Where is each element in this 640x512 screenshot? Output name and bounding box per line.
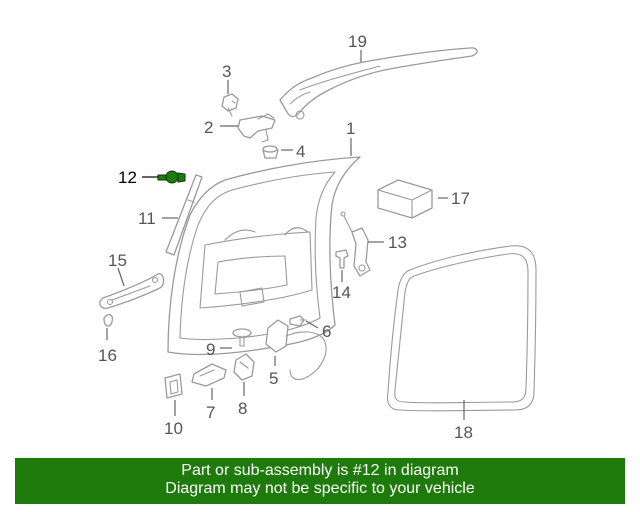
part-18-weatherstrip[interactable] — [386, 245, 537, 412]
part-15-handle[interactable] — [99, 273, 165, 309]
part-11-gas-strut[interactable] — [165, 174, 203, 256]
callout-6: 6 — [322, 322, 331, 341]
callout-2: 2 — [204, 118, 213, 137]
part-8-bracket[interactable] — [233, 353, 255, 381]
leader-6 — [305, 320, 319, 329]
banner-line-2: Diagram may not be specific to your vehi… — [165, 480, 475, 497]
part-16-clip[interactable] — [103, 313, 114, 327]
callout-10: 10 — [164, 419, 183, 438]
leader-15 — [117, 267, 125, 287]
callout-19: 19 — [348, 32, 367, 51]
part-7-plate[interactable] — [191, 363, 227, 387]
callout-9: 9 — [206, 340, 215, 359]
part-14-screw[interactable] — [335, 249, 349, 269]
callout-16: 16 — [98, 346, 117, 365]
callout-4: 4 — [296, 142, 305, 161]
part-17-module[interactable] — [377, 179, 433, 219]
callout-17: 17 — [451, 189, 470, 208]
part-5-actuator[interactable] — [265, 319, 327, 381]
part-12-ball-stud[interactable] — [157, 170, 186, 184]
part-3-bolt[interactable] — [221, 93, 239, 117]
part-9-push-pin[interactable] — [232, 328, 252, 347]
callout-8: 8 — [238, 399, 247, 418]
banner-line-1: Part or sub-assembly is #12 in diagram — [181, 462, 459, 479]
callout-11: 11 — [138, 209, 156, 228]
part-13-latch[interactable] — [340, 211, 371, 277]
part-2-hinge[interactable] — [237, 113, 276, 143]
part-4-grommet[interactable] — [262, 145, 279, 159]
callout-13: 13 — [388, 233, 407, 252]
info-banner: Part or sub-assembly is #12 in diagram D… — [15, 458, 625, 504]
exploded-parts-diagram: 1 2 3 4 5 6 7 8 9 10 11 12 13 14 15 16 1… — [98, 32, 537, 442]
callout-15: 15 — [108, 251, 127, 270]
callout-7: 7 — [206, 403, 215, 422]
callout-1: 1 — [346, 119, 355, 138]
callout-5: 5 — [269, 369, 278, 388]
part-6-plug[interactable] — [289, 315, 307, 327]
part-19-roof-trim[interactable] — [279, 47, 478, 120]
part-1-liftgate[interactable] — [167, 156, 361, 356]
part-10-switch[interactable] — [164, 373, 183, 399]
callout-18: 18 — [454, 423, 473, 442]
callout-12: 12 — [118, 168, 137, 187]
callout-14: 14 — [332, 283, 351, 302]
callout-3: 3 — [222, 62, 231, 81]
